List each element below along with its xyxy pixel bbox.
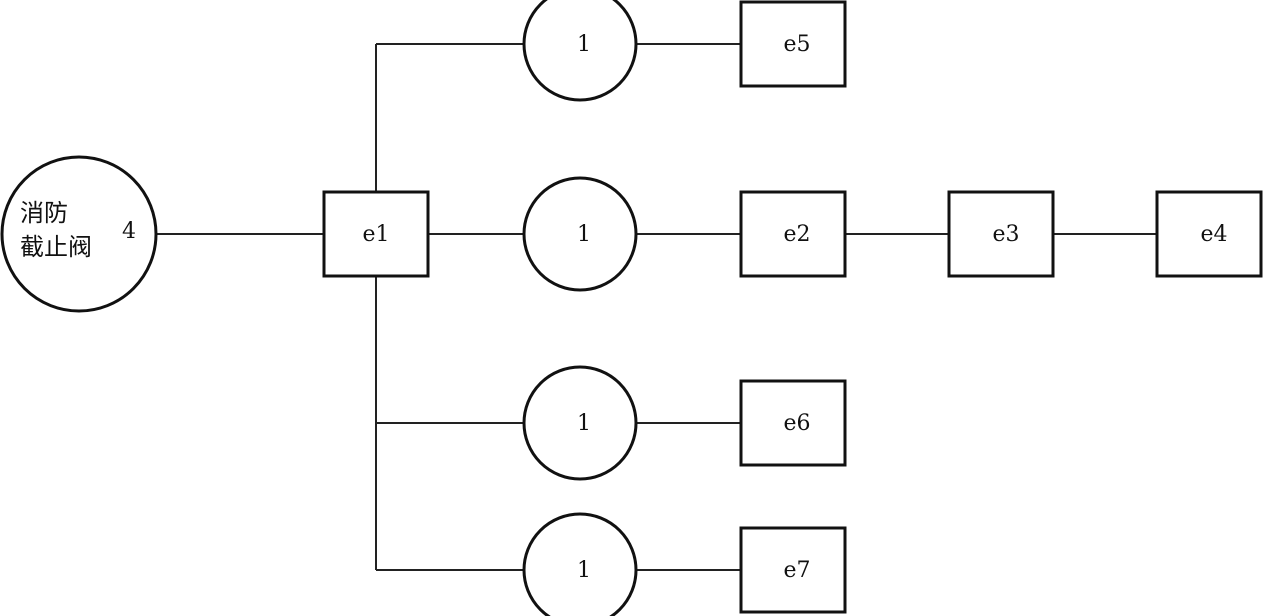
- box-e7-label: e7: [783, 558, 810, 583]
- source-label-line1: 消防: [20, 199, 68, 227]
- box-e2-label: e2: [783, 222, 810, 247]
- box-e4: e4: [1155, 190, 1263, 278]
- circle-e2: 1: [522, 176, 638, 292]
- circle-e7-label: 1: [577, 558, 591, 583]
- edges: [156, 43, 1157, 571]
- box-e4-label: e4: [1200, 222, 1227, 247]
- circle-e7: 1: [522, 512, 638, 616]
- box-e6: e6: [739, 379, 847, 467]
- circle-e5: 1: [522, 0, 638, 102]
- source-node: 消防 截止阀 4: [0, 155, 158, 313]
- circle-e6-label: 1: [577, 411, 591, 436]
- source-label-line2: 截止阀: [20, 233, 92, 261]
- box-e5-label: e5: [783, 32, 810, 57]
- box-e2: e2: [739, 190, 847, 278]
- box-e6-label: e6: [783, 411, 810, 436]
- source-circle: [0, 155, 158, 313]
- circle-e6: 1: [522, 365, 638, 481]
- box-e3: e3: [947, 190, 1055, 278]
- box-e1: e1: [322, 190, 430, 278]
- source-value: 4: [122, 219, 136, 244]
- box-e3-label: e3: [992, 222, 1019, 247]
- circle-e2-label: 1: [577, 222, 591, 247]
- box-e1-label: e1: [362, 222, 389, 247]
- box-e5: e5: [739, 0, 847, 88]
- box-e7: e7: [739, 526, 847, 614]
- circle-e5-label: 1: [577, 32, 591, 57]
